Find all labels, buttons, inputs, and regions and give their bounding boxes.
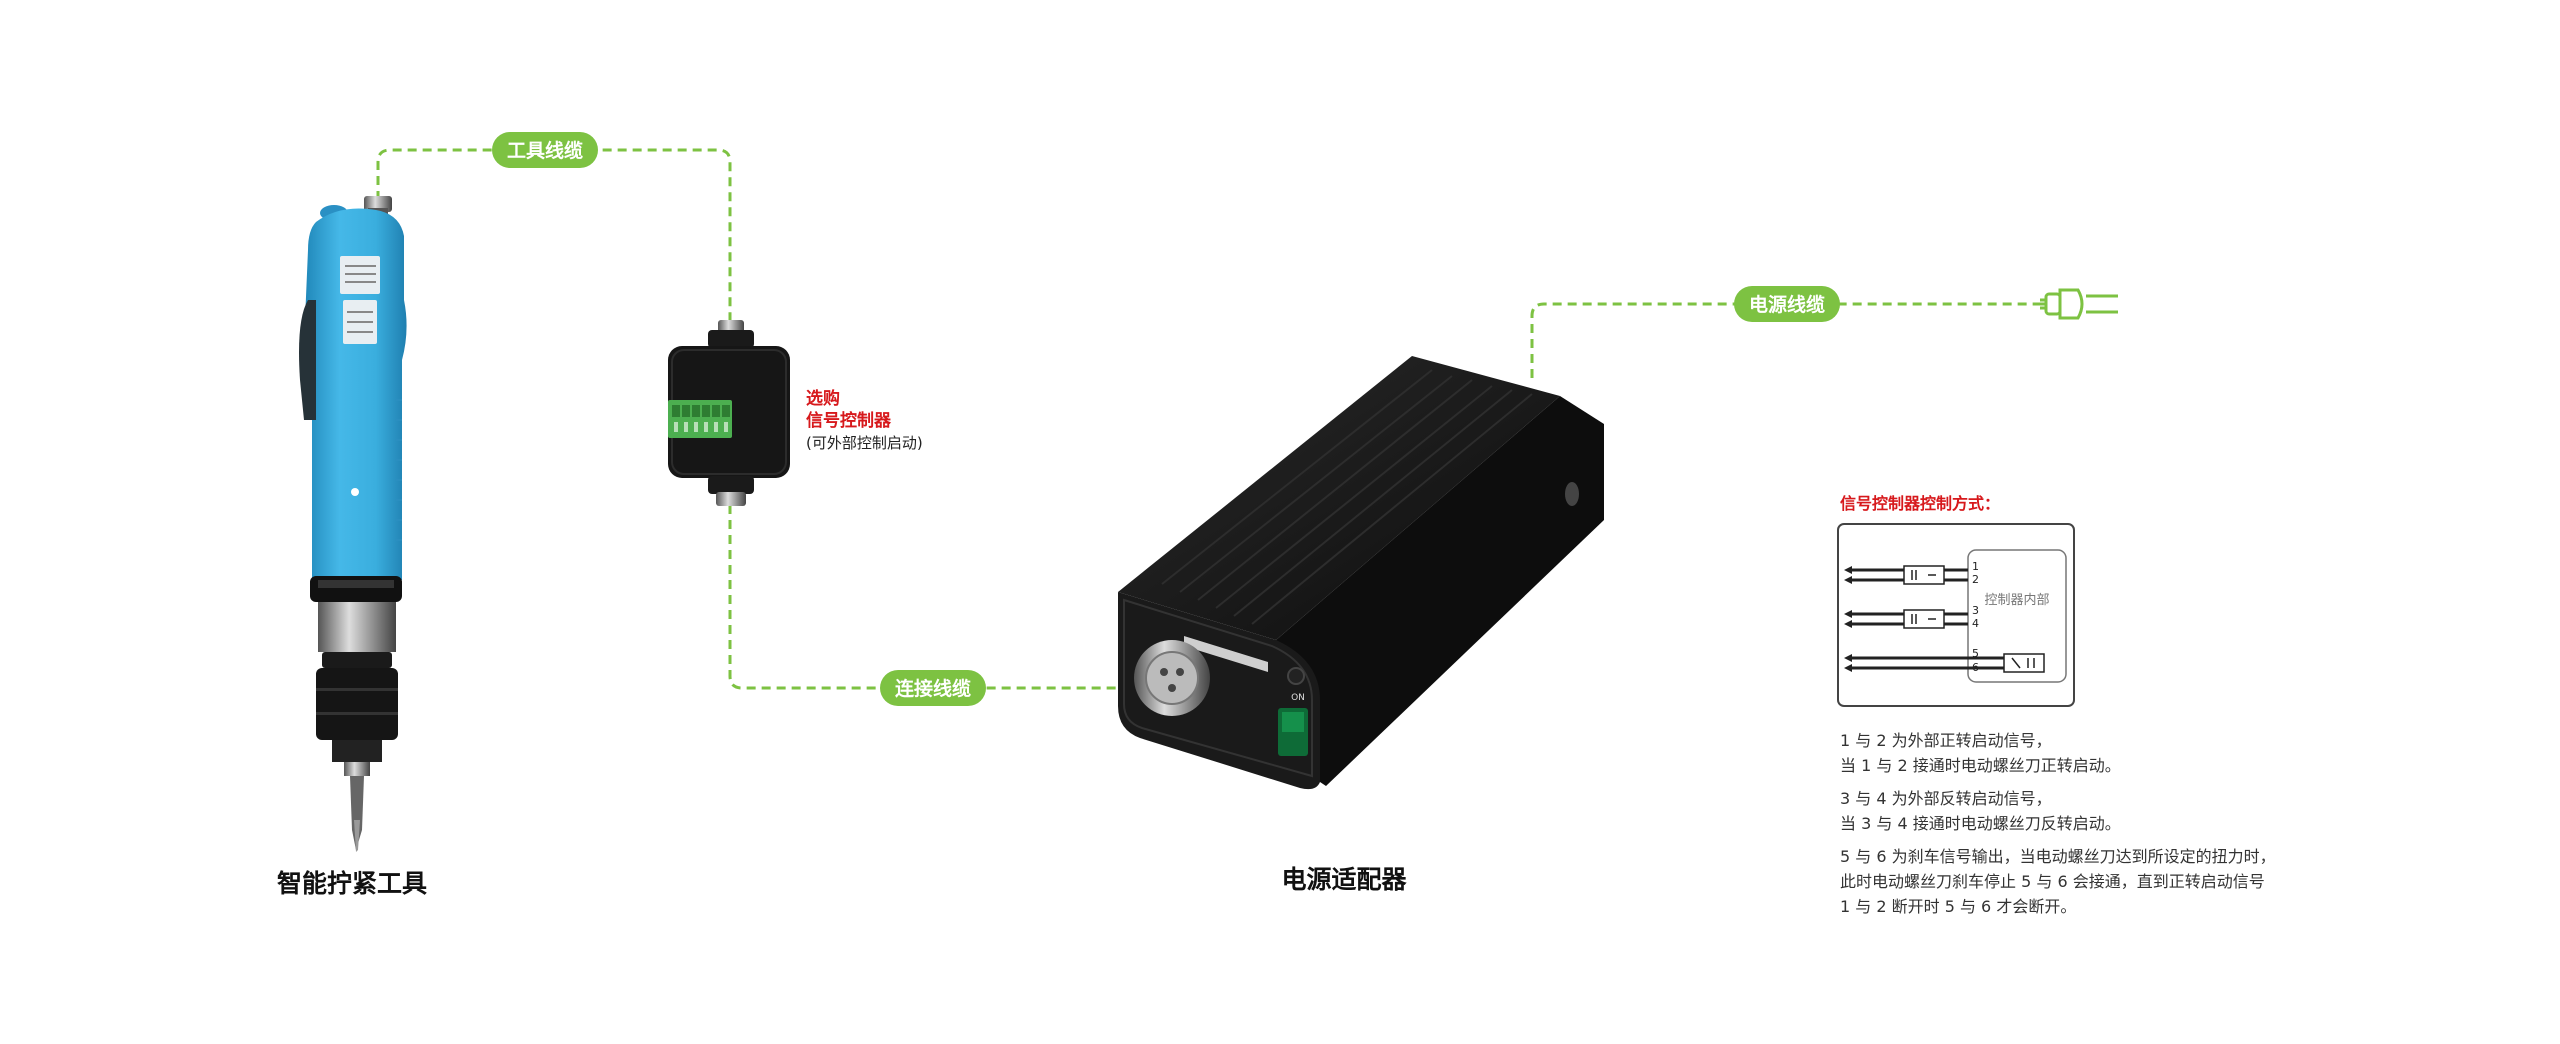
svg-text:ON: ON: [1291, 693, 1305, 703]
tool-caption: 智能拧紧工具: [277, 869, 427, 898]
power-adapter: ON: [1118, 356, 1604, 790]
signal-controller: [668, 320, 790, 506]
svg-text:3: 3: [1972, 604, 1979, 617]
controller-optional: 选购: [806, 389, 840, 409]
screwdriver-tool: [299, 196, 407, 852]
svg-text:工具线缆: 工具线缆: [507, 139, 583, 162]
controller-label: 选购 信号控制器 (可外部控制启动): [806, 388, 923, 454]
connect-cable-line: [728, 505, 1138, 690]
power-cable-label: 电源线缆: [1734, 286, 1840, 322]
wiring-schematic: 控制器内部 1 2: [1837, 523, 2075, 707]
svg-text:控制器内部: 控制器内部: [1984, 592, 2049, 608]
svg-text:5: 5: [1972, 647, 1979, 660]
svg-text:6: 6: [1972, 661, 1979, 674]
svg-text:2: 2: [1972, 573, 1979, 586]
description-forward: 1 与 2 为外部正转启动信号， 当 1 与 2 接通时电动螺丝刀正转启动。: [1840, 731, 2121, 775]
svg-text:连接线缆: 连接线缆: [895, 677, 971, 700]
connect-cable-label: 连接线缆: [880, 670, 986, 706]
tool-cable-label: 工具线缆: [492, 132, 598, 168]
description-brake: 5 与 6 为刹车信号输出，当电动螺丝刀达到所设定的扭力时， 此时电动螺丝刀刹车…: [1840, 847, 2276, 916]
tool-cable-line: [376, 148, 732, 322]
svg-text:电源线缆: 电源线缆: [1749, 293, 1825, 316]
svg-text:1: 1: [1972, 560, 1979, 573]
description-reverse: 3 与 4 为外部反转启动信号， 当 3 与 4 接通时电动螺丝刀反转启动。: [1840, 789, 2121, 833]
power-cable-line: [1530, 302, 2040, 378]
svg-text:4: 4: [1972, 617, 1979, 630]
control-method-title: 信号控制器控制方式：: [1840, 494, 2001, 513]
controller-note: (可外部控制启动): [806, 434, 923, 452]
power-plug-icon: [2040, 288, 2118, 320]
adapter-caption: 电源适配器: [1281, 865, 1407, 894]
controller-name: 信号控制器: [806, 411, 891, 431]
cable-lines: [376, 148, 2040, 690]
